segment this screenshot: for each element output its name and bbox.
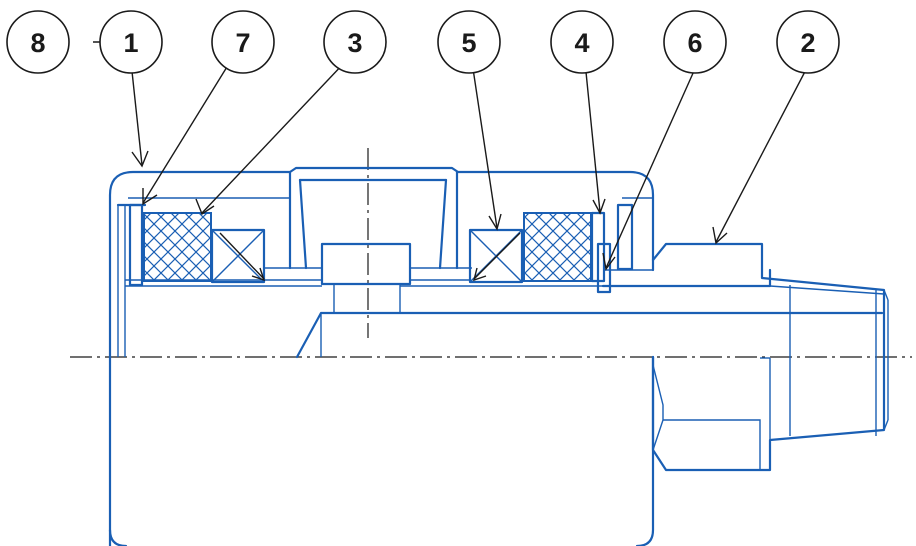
callout-1-label: 1: [123, 28, 138, 58]
bearing-right: [468, 228, 524, 284]
bearing-left: [210, 228, 266, 284]
callout-1: 1: [99, 10, 163, 74]
seal-right: [523, 212, 592, 282]
central-collar: [265, 242, 603, 314]
callout-6-label: 6: [687, 28, 702, 58]
callout-8: 8: [6, 10, 70, 74]
retaining-ring-left: [128, 203, 144, 287]
callout-8-label: 8: [30, 28, 45, 58]
callout-2: 2: [776, 10, 840, 74]
callout-7-label: 7: [235, 28, 250, 58]
callout-6: 6: [663, 10, 727, 74]
callout-5-label: 5: [461, 28, 476, 58]
callout-2-label: 2: [800, 28, 815, 58]
callout-3-label: 3: [347, 28, 362, 58]
pin-and-ring-right: [590, 203, 653, 294]
shaft: [295, 242, 889, 472]
housing: [108, 166, 655, 546]
leader-lines: [93, 41, 811, 282]
callout-4: 4: [550, 10, 614, 74]
seal-left: [143, 212, 212, 282]
callout-3: 3: [323, 10, 387, 74]
callout-7: 7: [211, 10, 275, 74]
callout-5: 5: [437, 10, 501, 74]
callout-4-label: 4: [574, 28, 589, 58]
